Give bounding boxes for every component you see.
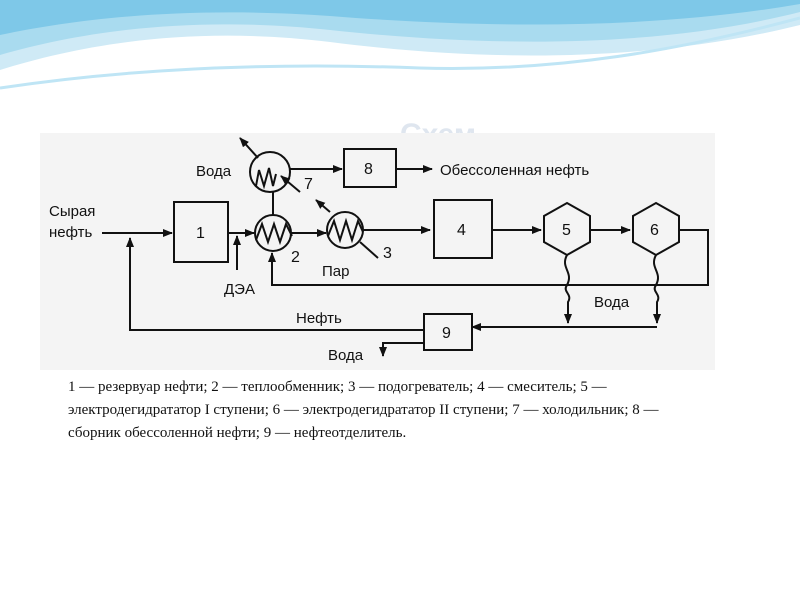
unit-3-number: 3 [383, 245, 392, 262]
water-drain-5 [564, 254, 572, 324]
heater-3 [326, 211, 364, 249]
unit-1-number: 1 [196, 225, 205, 242]
unit-7-number: 7 [304, 176, 313, 193]
steam-outlet-arrow [315, 199, 331, 213]
unit-2-number: 2 [291, 249, 300, 266]
cooler-7-coil [255, 167, 277, 190]
cooler-7 [249, 151, 291, 193]
unit-6-number: 6 [650, 222, 659, 239]
cooler-water-inlet [280, 175, 301, 193]
separator-water-outlet [379, 342, 424, 357]
diagram-legend-caption: 1 — резервуар нефти; 2 — теплообменник; … [68, 379, 659, 441]
steam-label: Пар [322, 263, 349, 280]
water-bottom-label: Вода [328, 347, 364, 364]
heater-3-leader [359, 241, 379, 259]
heat-exchanger-2 [254, 214, 292, 252]
water-top-label: Вода [196, 163, 232, 180]
header-wave-decoration [0, 0, 800, 90]
dea-label: ДЭА [224, 281, 255, 298]
water-drain-6 [653, 254, 661, 324]
unit-8-number: 8 [364, 161, 373, 178]
heat-exchanger-2-coil [255, 220, 293, 246]
separated-oil-return-line [126, 237, 424, 331]
unit-9-box [423, 313, 473, 351]
dehydrated-oil-return-line [268, 229, 709, 286]
heater-3-coil [327, 217, 364, 244]
cooler-water-outlet [239, 137, 259, 159]
raw-oil-label-line1: Сырая [49, 203, 95, 220]
raw-oil-label-line2: нефть [49, 224, 93, 241]
oil-label: Нефть [296, 310, 342, 327]
unit-4-number: 4 [457, 222, 466, 239]
water-right-label: Вода [594, 294, 630, 311]
unit-9-number: 9 [442, 325, 451, 342]
unit-5-number: 5 [562, 222, 571, 239]
diagram-canvas: Сырая нефть Вода Обессоленная нефть ДЭА … [49, 137, 709, 364]
process-flow-diagram: Сырая нефть Вода Обессоленная нефть ДЭА … [40, 133, 715, 370]
desalted-oil-label: Обессоленная нефть [440, 162, 589, 179]
